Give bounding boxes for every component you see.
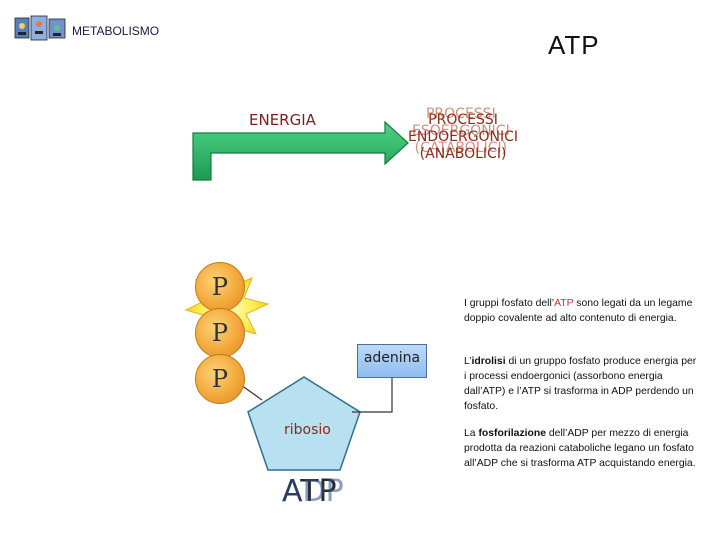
paragraph-hydrolysis: L’idrolisi di un gruppo fosfato produce … (464, 354, 700, 414)
molecule-name-front: ATP (282, 474, 337, 509)
paragraph-phosphorylation-keyword: fosforilazione (478, 428, 546, 439)
paragraph-phosphorylation-text-1: La (464, 428, 479, 439)
paragraph-bonds-highlight: ATP (554, 298, 574, 309)
process-front-line-3: (ANABOLICI) (419, 146, 507, 162)
paragraph-phosphorylation: La fosforilazione dell’ADP per mezzo di … (464, 426, 700, 471)
molecule-name: ATP ADP (282, 474, 362, 514)
paragraph-hydrolysis-keyword: idrolisi (471, 356, 506, 367)
molecule-name-back: ADP (282, 474, 344, 509)
paragraph-hydrolysis-text-1: L’ (464, 356, 472, 367)
paragraph-hydrolysis-text-2: di un gruppo fosfato produce energia per… (464, 356, 697, 412)
phosphate-1: P (195, 262, 245, 312)
ribose-label: ribosio (284, 422, 331, 438)
energy-label: ENERGIA (249, 111, 316, 129)
adenine-box: adenina (357, 344, 427, 378)
paragraph-bonds-text-1: I gruppi fosfato dell’ (464, 298, 555, 309)
ribose-pentagon (247, 376, 361, 471)
header-title: METABOLISMO (72, 24, 160, 38)
energy-arrow (192, 120, 409, 181)
paragraph-bonds-text-2: sono legati da un legame doppio covalent… (464, 298, 693, 324)
process-back-line-2: ESOERGONICI (412, 123, 510, 139)
process-front-line-2: ENDOERGONICI (408, 129, 519, 145)
main-title: ATP (548, 30, 600, 60)
process-front-line-1: PROCESSI (428, 112, 498, 128)
process-back-line-3: (CATABOLICI) (414, 140, 508, 156)
bond-line-ribose-adenine (352, 378, 393, 413)
process-label-front: PROCESSI ENDOERGONICI (ANABOLICI) (408, 112, 518, 163)
paragraph-phosphorylation-text-2: dell’ADP per mezzo di energia prodotta d… (464, 428, 696, 469)
process-label-back: PROCESSI ESOERGONICI (CATABOLICI) (412, 106, 510, 157)
metabolism-logo-icon (14, 14, 66, 42)
phosphate-3: P (195, 354, 245, 404)
phosphate-2: P (195, 308, 245, 358)
paragraph-bonds: I gruppi fosfato dell’ATP sono legati da… (464, 296, 700, 326)
process-back-line-1: PROCESSI (425, 106, 496, 122)
